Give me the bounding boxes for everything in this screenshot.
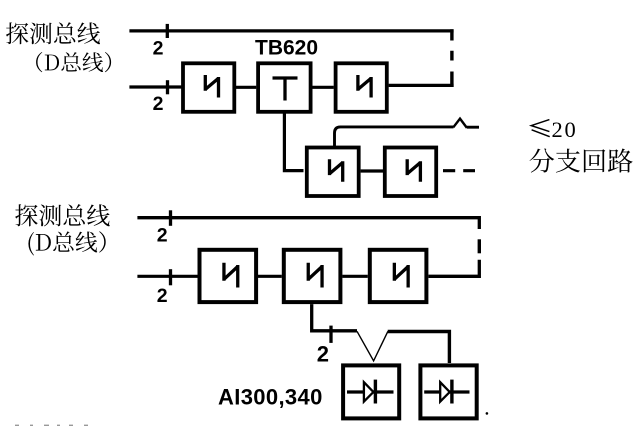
svg-text:2: 2: [157, 285, 168, 307]
svg-text:TB620: TB620: [255, 37, 318, 60]
svg-text:2: 2: [157, 224, 168, 246]
svg-text:2: 2: [317, 342, 329, 367]
svg-text:20: 20: [552, 117, 578, 142]
svg-text:AI300,340: AI300,340: [218, 384, 323, 409]
svg-text:2: 2: [153, 93, 164, 115]
svg-text:2: 2: [153, 37, 164, 59]
